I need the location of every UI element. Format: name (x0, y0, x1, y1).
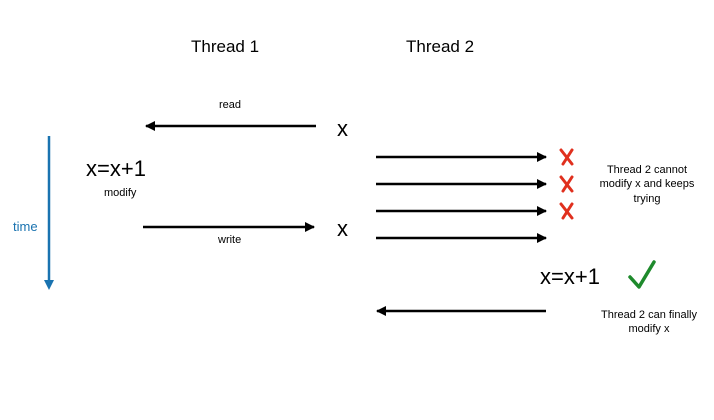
modify-label: modify (104, 187, 137, 199)
cross-icon (559, 148, 574, 166)
thread1-expression: x=x+1 (86, 156, 146, 181)
check-icon (628, 260, 656, 289)
cannot-modify-note: Thread 2 cannot modify x and keeps tryin… (599, 164, 695, 205)
finally-modify-note: Thread 2 can finally modify x (601, 309, 697, 336)
thread2-header: Thread 2 (406, 37, 475, 56)
time-label: time (13, 219, 38, 234)
time-axis-arrowhead-icon (44, 280, 54, 290)
cross-icon (559, 202, 574, 220)
thread2-expression: x=x+1 (540, 264, 600, 289)
variable-x-top: x (337, 116, 348, 141)
variable-x-bottom: x (337, 216, 348, 241)
thread1-header: Thread 1 (191, 37, 260, 56)
cross-icon (559, 175, 574, 193)
read-label: read (219, 99, 242, 111)
write-label: write (218, 234, 242, 246)
